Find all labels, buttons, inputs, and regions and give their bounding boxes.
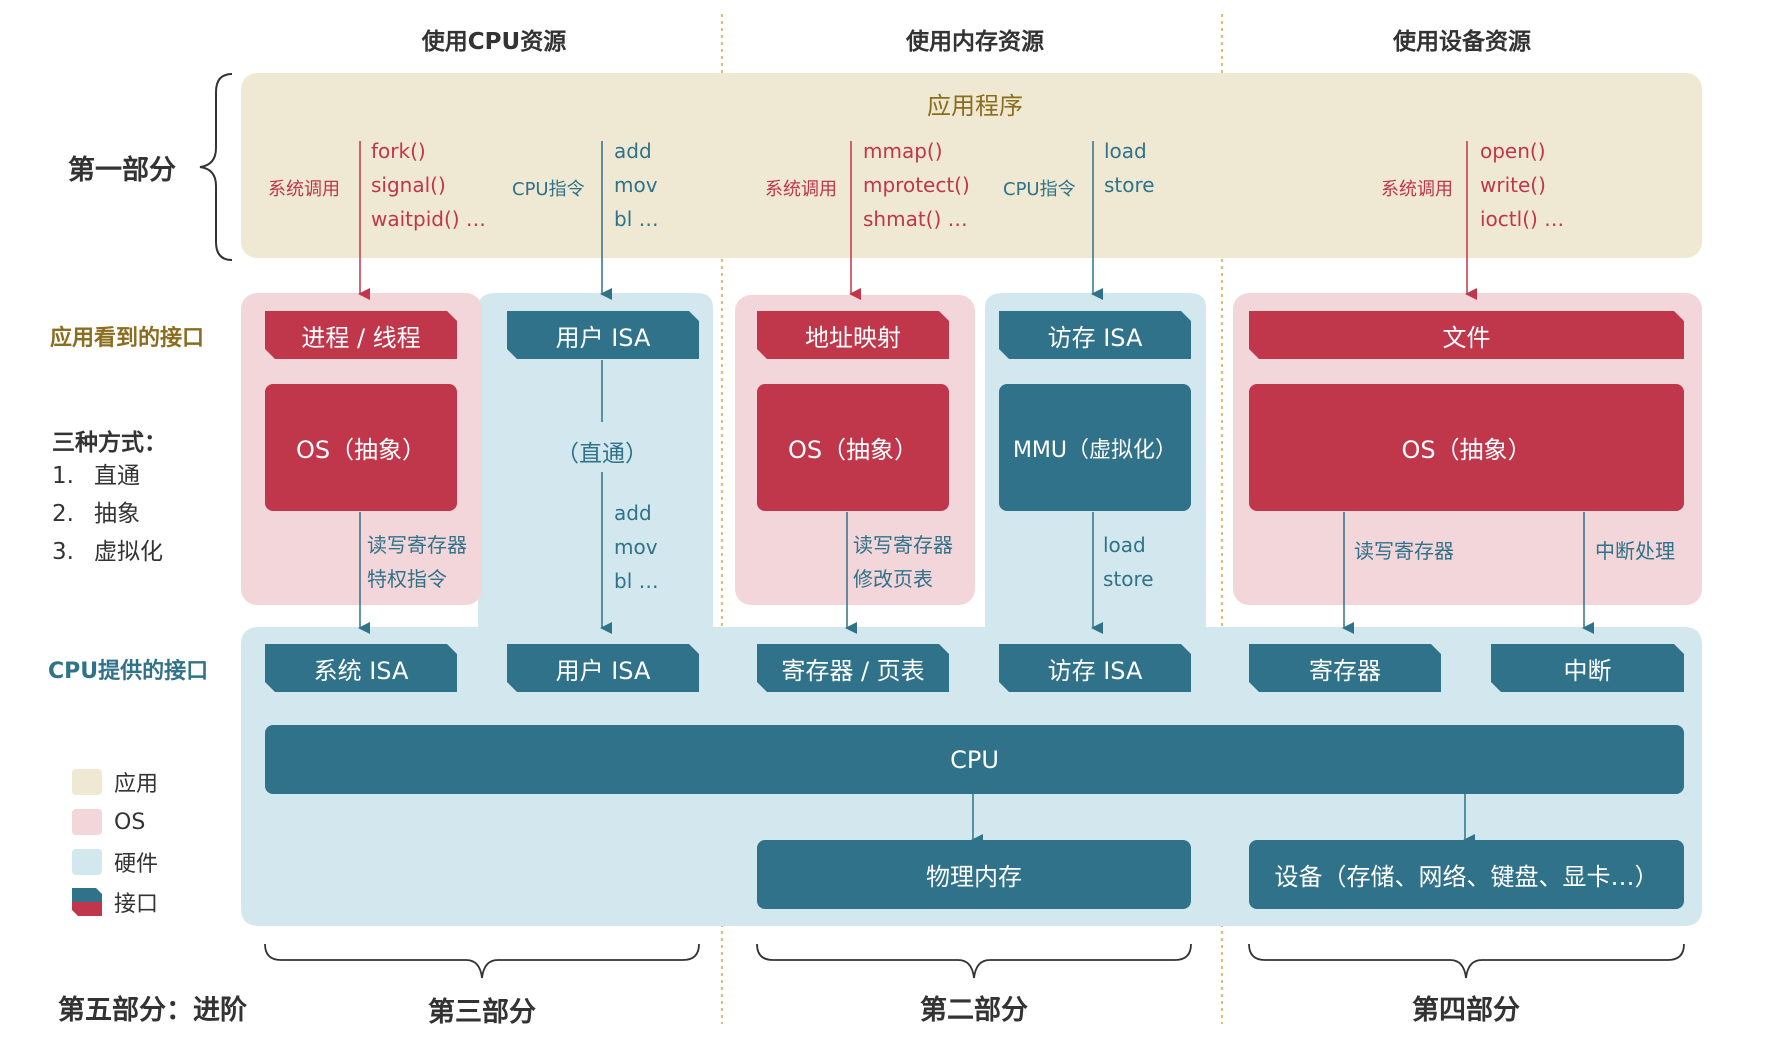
direct-instrs: add mov bl … xyxy=(614,496,659,598)
devices-block: 设备（存储、网络、键盘、显卡…） xyxy=(1249,840,1684,909)
three-ways-title: 三种方式： xyxy=(52,430,167,456)
legend-swatch-interface xyxy=(72,888,102,916)
syscall-item: mprotect() xyxy=(863,173,970,197)
legend-item-app: 应用 xyxy=(72,762,158,802)
way-item: 2. 抽象 xyxy=(52,494,163,532)
part5-label: 第五部分：进阶 xyxy=(58,995,247,1026)
legend-item-hw: 硬件 xyxy=(72,842,158,882)
instr-item: mov xyxy=(614,173,658,197)
ways-list: 1. 直通 2. 抽象 3. 虚拟化 xyxy=(52,456,163,570)
interrupt-interface: 中断 xyxy=(1491,644,1684,692)
syscall-item: write() xyxy=(1480,173,1546,197)
access-isa-app-interface: 访存 ISA xyxy=(999,311,1191,359)
syscall-item: ioctl() … xyxy=(1480,207,1565,231)
cpu-os-abstract-block: OS（抽象） xyxy=(265,384,457,511)
legend-label: 应用 xyxy=(114,772,159,797)
application-title: 应用程序 xyxy=(927,92,1023,120)
cpu-os-ops: 读写寄存器 特权指令 xyxy=(367,528,467,596)
dev-os-abstract-block: OS（抽象） xyxy=(1249,384,1684,511)
cpu-syscall-list: fork() signal() waitpid() … xyxy=(371,134,486,236)
way-item: 3. 虚拟化 xyxy=(52,532,163,570)
syscall-item: waitpid() … xyxy=(371,207,486,231)
way-text: 虚拟化 xyxy=(94,539,163,565)
part3-label: 第三部分 xyxy=(428,997,536,1028)
dev-syscall-label: 系统调用 xyxy=(1381,179,1453,200)
cpu-syscall-label: 系统调用 xyxy=(268,179,340,200)
instr-item: bl … xyxy=(614,207,659,231)
mem-os-abstract-block: OS（抽象） xyxy=(757,384,949,511)
part1-brace xyxy=(199,73,233,261)
dev-op-interrupt: 中断处理 xyxy=(1595,539,1675,563)
op-item: 读写寄存器 xyxy=(853,533,953,557)
way-number: 1. xyxy=(52,463,74,489)
access-isa-hw-interface: 访存 ISA xyxy=(999,644,1191,692)
user-isa-app-interface: 用户 ISA xyxy=(507,311,699,359)
instr-item: store xyxy=(1103,567,1154,591)
part2-label: 第二部分 xyxy=(920,995,1028,1026)
way-item: 1. 直通 xyxy=(52,456,163,494)
legend-swatch-app xyxy=(72,769,102,795)
op-item: 读写寄存器 xyxy=(367,533,467,557)
legend-swatch-os xyxy=(72,809,102,835)
legend-item-os: OS xyxy=(72,802,158,842)
syscall-item: open() xyxy=(1480,139,1546,163)
mem-instr-list: load store xyxy=(1104,134,1155,202)
syscall-item: signal() xyxy=(371,173,446,197)
part4-label: 第四部分 xyxy=(1412,995,1520,1026)
instr-item: bl … xyxy=(614,569,659,593)
user-isa-hw-interface: 用户 ISA xyxy=(507,644,699,692)
instr-item: load xyxy=(1103,533,1146,557)
way-text: 直通 xyxy=(94,463,140,489)
legend-label: 硬件 xyxy=(114,852,159,877)
way-text: 抽象 xyxy=(94,501,140,527)
mem-os-ops: 读写寄存器 修改页表 xyxy=(853,528,953,596)
direct-label: （直通） xyxy=(556,441,648,467)
cpu-interface-label: CPU提供的接口 xyxy=(48,659,209,684)
syscall-item: shmat() … xyxy=(863,207,968,231)
column-title-device: 使用设备资源 xyxy=(1393,29,1531,55)
legend-label: OS xyxy=(114,809,146,835)
cpu-bar: CPU xyxy=(265,725,1684,794)
register-interface: 寄存器 xyxy=(1249,644,1441,692)
app-interface-label: 应用看到的接口 xyxy=(50,326,205,351)
file-interface: 文件 xyxy=(1249,311,1684,359)
instr-item: mov xyxy=(614,535,658,559)
mmu-block: MMU（虚拟化） xyxy=(999,384,1191,511)
legend-label: 接口 xyxy=(114,892,159,917)
mmu-instrs: load store xyxy=(1103,528,1154,596)
system-isa-interface: 系统 ISA xyxy=(265,644,457,692)
part1-label: 第一部分 xyxy=(68,155,176,186)
instr-item: load xyxy=(1104,139,1147,163)
op-item: 特权指令 xyxy=(367,567,447,591)
syscall-item: fork() xyxy=(371,139,426,163)
column-title-memory: 使用内存资源 xyxy=(906,29,1044,55)
address-map-interface: 地址映射 xyxy=(757,311,949,359)
application-region xyxy=(241,73,1702,258)
dev-op-register: 读写寄存器 xyxy=(1354,539,1454,563)
instr-item: add xyxy=(614,501,652,525)
syscall-item: mmap() xyxy=(863,139,943,163)
legend: 应用 OS 硬件 接口 xyxy=(72,762,158,922)
instr-item: add xyxy=(614,139,652,163)
mem-instr-label: CPU指令 xyxy=(1003,179,1076,200)
mem-syscall-list: mmap() mprotect() shmat() … xyxy=(863,134,970,236)
instr-item: store xyxy=(1104,173,1155,197)
cpu-instr-list: add mov bl … xyxy=(614,134,659,236)
legend-swatch-hw xyxy=(72,849,102,875)
process-thread-interface: 进程 / 线程 xyxy=(265,311,457,359)
register-page-table-interface: 寄存器 / 页表 xyxy=(757,644,949,692)
legend-item-interface: 接口 xyxy=(72,882,158,922)
cpu-instr-label: CPU指令 xyxy=(512,179,585,200)
way-number: 3. xyxy=(52,539,74,565)
column-title-cpu: 使用CPU资源 xyxy=(421,29,567,55)
physical-memory-block: 物理内存 xyxy=(757,840,1191,909)
op-item: 修改页表 xyxy=(853,567,933,591)
mem-syscall-label: 系统调用 xyxy=(765,179,837,200)
dev-syscall-list: open() write() ioctl() … xyxy=(1480,134,1564,236)
way-number: 2. xyxy=(52,501,74,527)
